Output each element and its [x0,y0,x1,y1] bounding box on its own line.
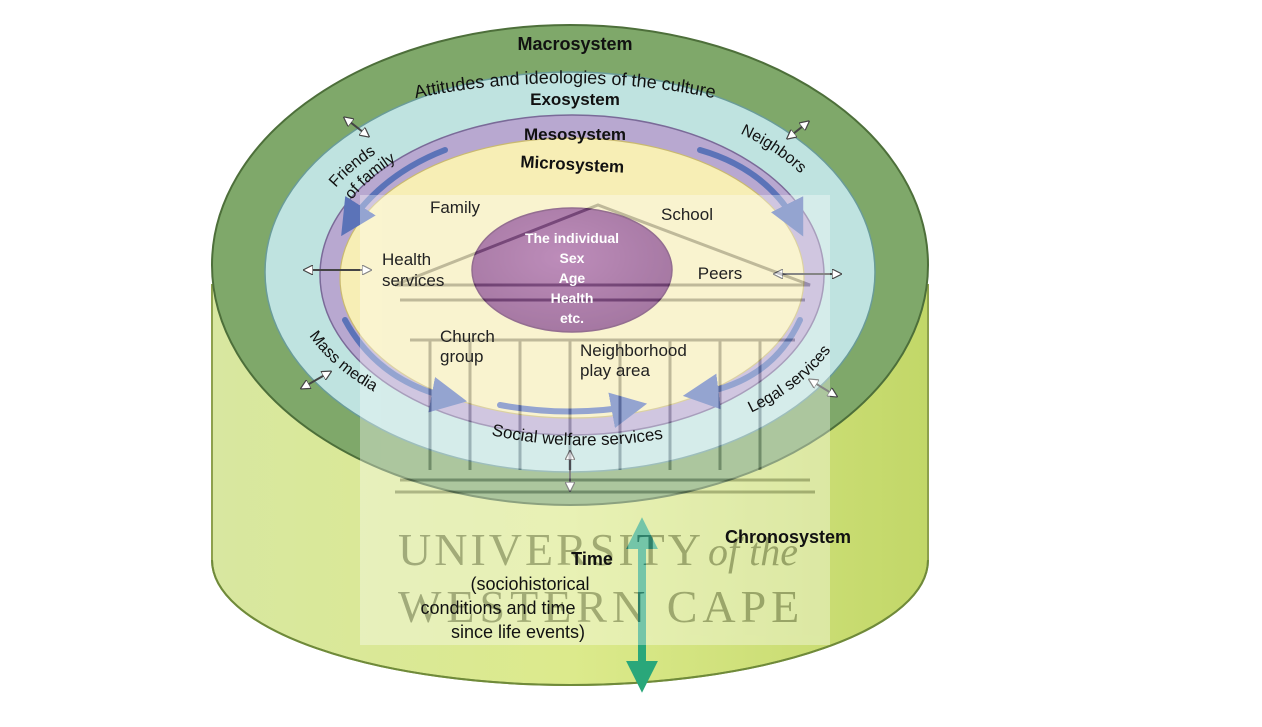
individual-line-3: Age [559,270,586,286]
micro-peers: Peers [698,264,742,283]
micro-health-2: services [382,271,444,290]
time-line-3: since life events) [451,622,585,642]
exosystem-title: Exosystem [530,90,620,109]
individual-line-4: Health [551,290,594,306]
micro-neighborhood-1: Neighborhood [580,341,687,360]
micro-church-2: group [440,347,483,366]
individual-line-1: The individual [525,230,619,246]
chronosystem-title: Chronosystem [725,527,851,547]
individual-line-2: Sex [560,250,585,266]
time-title: Time [571,549,613,569]
individual-line-5: etc. [560,310,584,326]
micro-family: Family [430,198,481,217]
mesosystem-title: Mesosystem [524,125,626,144]
micro-neighborhood-2: play area [580,361,650,380]
micro-health-1: Health [382,250,431,269]
watermark-line1: UNIVERSITY [398,524,704,575]
macrosystem-title: Macrosystem [517,34,632,54]
micro-church-1: Church [440,327,495,346]
micro-school: School [661,205,713,224]
time-line-2: conditions and time [420,598,575,618]
time-line-1: (sociohistorical [470,574,589,594]
